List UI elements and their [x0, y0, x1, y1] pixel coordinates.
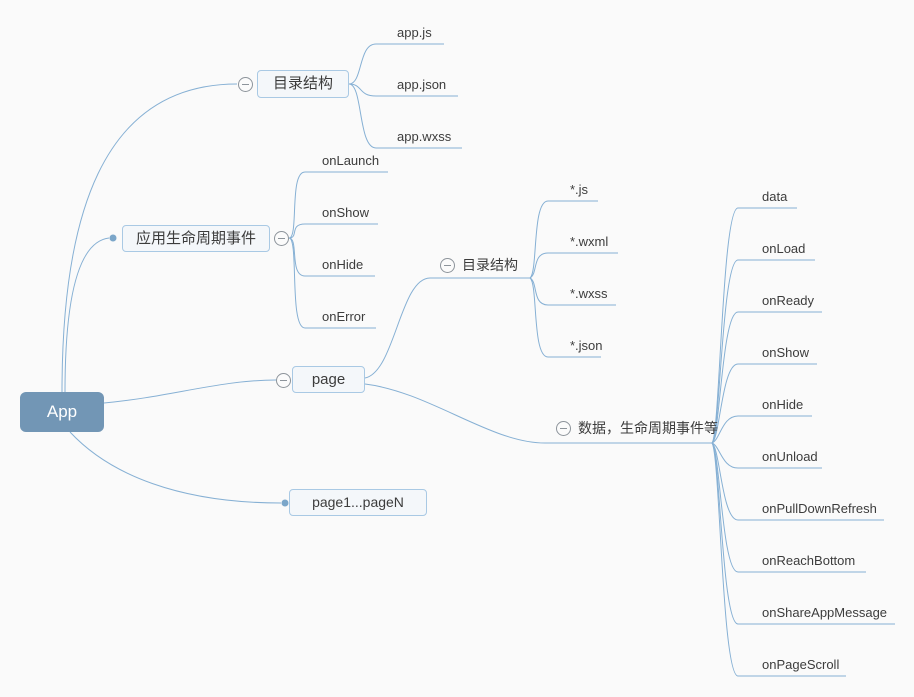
leaf-onlaunch[interactable]: onLaunch: [322, 153, 380, 168]
leaf-onreachbottom[interactable]: onReachBottom: [762, 553, 856, 568]
edge-dir1-appjs: [348, 43, 444, 85]
edge-dir2-js: [529, 200, 598, 279]
leaf-app-js[interactable]: app.js: [397, 25, 432, 40]
node-lifecycle[interactable]: 应用生命周期事件: [122, 225, 270, 252]
edge-dir1-appwxss: [348, 83, 462, 149]
edge-data-onunload: [711, 442, 822, 469]
edge-data-onpagescroll: [711, 442, 846, 677]
leaf-onshow-app[interactable]: onShow: [322, 205, 369, 220]
edge-dir1-appjson: [348, 83, 458, 97]
leaf-onload[interactable]: onLoad: [762, 241, 806, 256]
edge-lifecycle-onlaunch: [288, 171, 388, 239]
edge-dir2-wxss: [529, 277, 616, 306]
collapse-icon[interactable]: [440, 258, 455, 273]
edge-dir2-json: [529, 277, 601, 358]
edge-root-lifecycle: [64, 237, 110, 393]
edge-root-pagen: [69, 431, 282, 504]
leaf-onerror[interactable]: onError: [322, 309, 366, 324]
node-page[interactable]: page: [292, 366, 365, 393]
edge-data-onready: [711, 311, 822, 444]
edge-root-page: [103, 379, 277, 404]
link-dot-pagen: [281, 499, 289, 507]
leaf-onshow-page[interactable]: onShow: [762, 345, 809, 360]
leaf-star-json[interactable]: *.json: [570, 338, 603, 353]
leaf-onpagescroll[interactable]: onPageScroll: [762, 657, 840, 672]
leaf-star-wxml[interactable]: *.wxml: [570, 234, 609, 249]
leaf-app-json[interactable]: app.json: [397, 77, 447, 92]
edge-root-dir1: [61, 83, 238, 393]
root-node-app[interactable]: App: [20, 392, 104, 432]
link-dot-lifecycle: [109, 234, 117, 242]
edge-page-data: [364, 383, 712, 444]
leaf-data[interactable]: data: [762, 189, 788, 204]
collapse-icon[interactable]: [276, 373, 291, 388]
leaf-onhide-page[interactable]: onHide: [762, 397, 804, 412]
node-data-lifecycle[interactable]: 数据，生命周期事件等: [578, 420, 718, 436]
collapse-icon[interactable]: [556, 421, 571, 436]
edge-lifecycle-onerror: [288, 237, 376, 329]
edge-data-onshow: [711, 363, 817, 444]
edge-data-onpulldownrefresh: [711, 442, 884, 521]
leaf-star-js[interactable]: *.js: [570, 182, 589, 197]
leaf-onshareappmessage[interactable]: onShareAppMessage: [762, 605, 888, 620]
edge-lifecycle-onhide: [288, 237, 375, 277]
leaf-onhide-app[interactable]: onHide: [322, 257, 364, 272]
edge-data-onhide: [711, 415, 812, 444]
leaf-app-wxss[interactable]: app.wxss: [397, 129, 452, 144]
edge-dir2-wxml: [529, 252, 618, 279]
node-dir2[interactable]: 目录结构: [462, 257, 518, 273]
node-dir1[interactable]: 目录结构: [257, 70, 349, 98]
collapse-icon[interactable]: [238, 77, 253, 92]
leaf-onunload[interactable]: onUnload: [762, 449, 818, 464]
leaf-onpulldownrefresh[interactable]: onPullDownRefresh: [762, 501, 877, 516]
collapse-icon[interactable]: [274, 231, 289, 246]
node-pagen[interactable]: page1...pageN: [289, 489, 427, 516]
leaf-onready[interactable]: onReady: [762, 293, 815, 308]
edge-page-dir2: [364, 277, 530, 379]
leaf-star-wxss[interactable]: *.wxss: [570, 286, 608, 301]
edge-data-onshareappmessage: [711, 442, 895, 625]
edge-lifecycle-onshow: [288, 223, 378, 239]
